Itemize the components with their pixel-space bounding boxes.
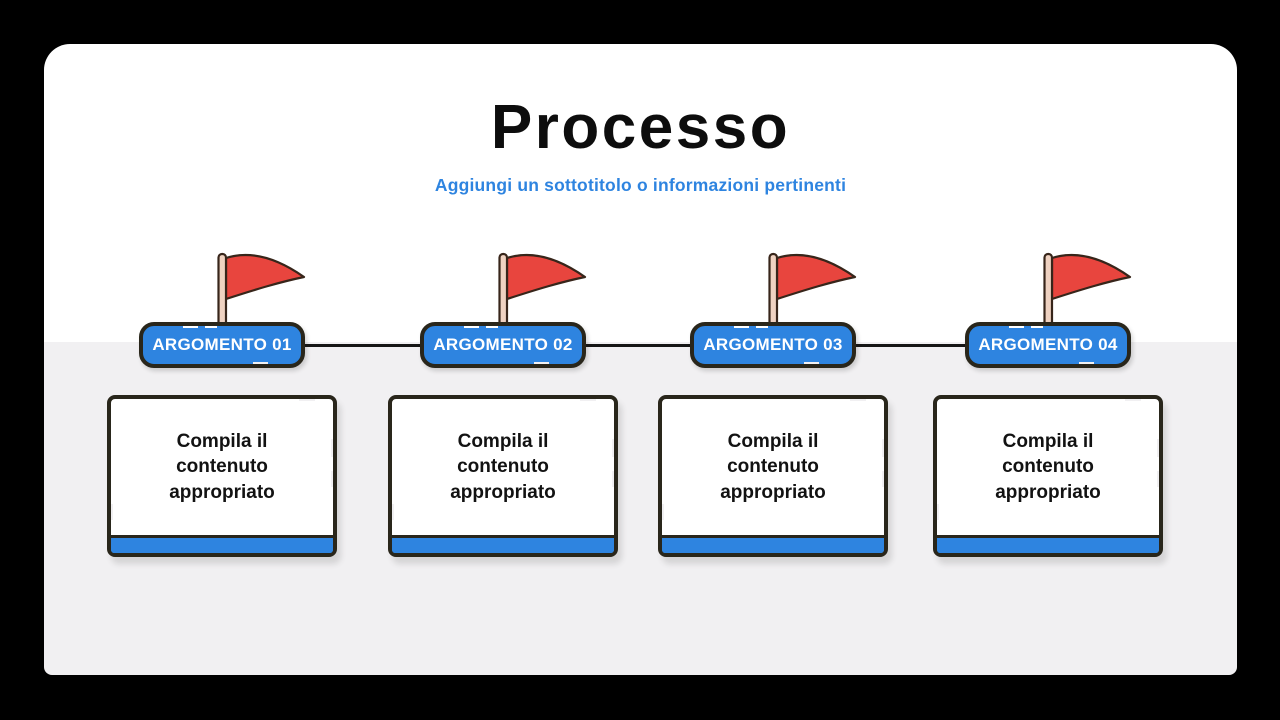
step-accent-bar-1	[111, 535, 333, 553]
page-subtitle[interactable]: Aggiungi un sottotitolo o informazioni p…	[434, 175, 847, 195]
step-card-4[interactable]: Compila il contenuto appropriato	[933, 395, 1163, 557]
step-accent-bar-2	[392, 535, 614, 553]
process-step-3: ARGOMENTO 03 Compila il contenuto approp…	[658, 250, 888, 612]
page-title[interactable]: Processo	[490, 93, 791, 162]
step-label-2: ARGOMENTO 02	[433, 335, 573, 354]
step-label-pill-4[interactable]: ARGOMENTO 04	[965, 322, 1131, 368]
process-step-1: ARGOMENTO 01 Compila il contenuto approp…	[107, 250, 337, 612]
step-body-text-1: Compila il contenuto appropriato	[169, 431, 275, 503]
process-step-4: ARGOMENTO 04 Compila il contenuto approp…	[933, 250, 1163, 612]
step-body-text-2: Compila il contenuto appropriato	[450, 431, 556, 503]
presentation-slide: Processo Aggiungi un sottotitolo o infor…	[44, 44, 1237, 675]
red-flag-icon	[1043, 252, 1132, 333]
step-body-text-3: Compila il contenuto appropriato	[720, 431, 826, 503]
step-label-4: ARGOMENTO 04	[978, 335, 1118, 354]
step-label-1: ARGOMENTO 01	[152, 335, 292, 354]
step-card-1[interactable]: Compila il contenuto appropriato	[107, 395, 337, 557]
step-label-pill-1[interactable]: ARGOMENTO 01	[139, 322, 305, 368]
step-accent-bar-4	[937, 535, 1159, 553]
step-accent-bar-3	[662, 535, 884, 553]
step-label-pill-3[interactable]: ARGOMENTO 03	[690, 322, 856, 368]
step-label-pill-2[interactable]: ARGOMENTO 02	[420, 322, 586, 368]
process-step-2: ARGOMENTO 02 Compila il contenuto approp…	[388, 250, 618, 612]
step-card-2[interactable]: Compila il contenuto appropriato	[388, 395, 618, 557]
timeline-connector-line	[222, 344, 1048, 347]
step-card-3[interactable]: Compila il contenuto appropriato	[658, 395, 888, 557]
red-flag-icon	[768, 252, 857, 333]
red-flag-icon	[498, 252, 587, 333]
step-body-text-4: Compila il contenuto appropriato	[995, 431, 1101, 503]
step-label-3: ARGOMENTO 03	[703, 335, 843, 354]
